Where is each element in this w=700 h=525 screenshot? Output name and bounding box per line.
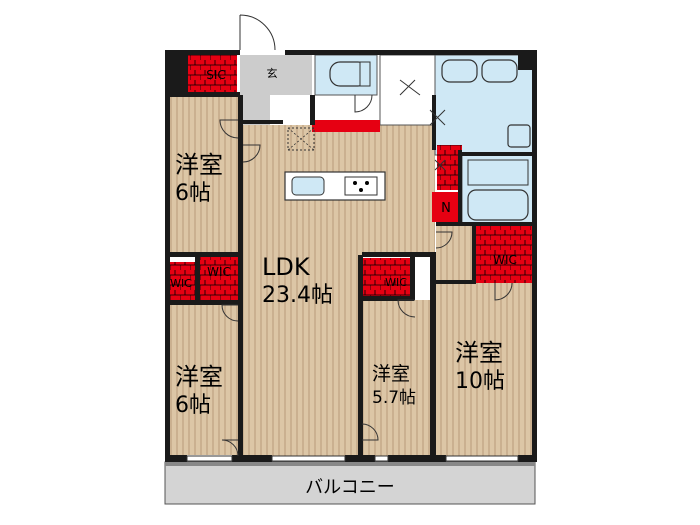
label-wic-middle: WIC [385,276,407,289]
label-room-ldk-name: LDK [262,253,311,281]
room-western-upper-left-floor [168,95,238,252]
entrance-floor [240,55,312,95]
label-balcony: バルコニー [305,477,395,498]
label-wic-left-b: WIC [207,265,231,279]
bathtub-fixture [467,189,529,221]
kitchen-sink [291,176,325,196]
storage-wic-right [476,223,534,283]
washbasin-fixture [441,59,478,83]
kitchen-stove [344,176,378,196]
balcony-area [164,461,536,505]
storage-nook [432,192,460,222]
label-room-western-middle-name: 洋室 [372,363,410,385]
label-wic-left-a: WIC [170,277,192,290]
label-room-western-middle-size: 5.7帖 [372,388,416,408]
washer-fixture [507,124,531,148]
label-room-western-right-size: 10帖 [455,369,505,394]
windows [186,455,519,462]
room-western-lower-left-floor [168,305,238,455]
storage-wic-left-b [200,255,238,303]
label-room-western-lower-left-name: 洋室 [175,363,223,391]
label-entrance: 玄 [267,66,278,80]
door-swings [219,14,513,457]
label-room-ldk-size: 23.4帖 [262,283,333,308]
storage-wic-left-a [168,262,195,300]
storage-sic [185,55,237,93]
label-room-western-right-name: 洋室 [455,339,503,367]
label-room-western-upper-left-name: 洋室 [175,151,223,179]
label-room-western-upper-left-size: 6帖 [175,181,211,206]
label-room-western-lower-left-size: 6帖 [175,393,211,418]
label-wic-right: WIC [493,253,517,267]
storage-wic-middle [362,258,414,298]
label-sic: SIC [206,68,226,82]
room-western-middle-floor [362,300,430,458]
label-nook: N [441,201,451,216]
walls [165,50,537,462]
